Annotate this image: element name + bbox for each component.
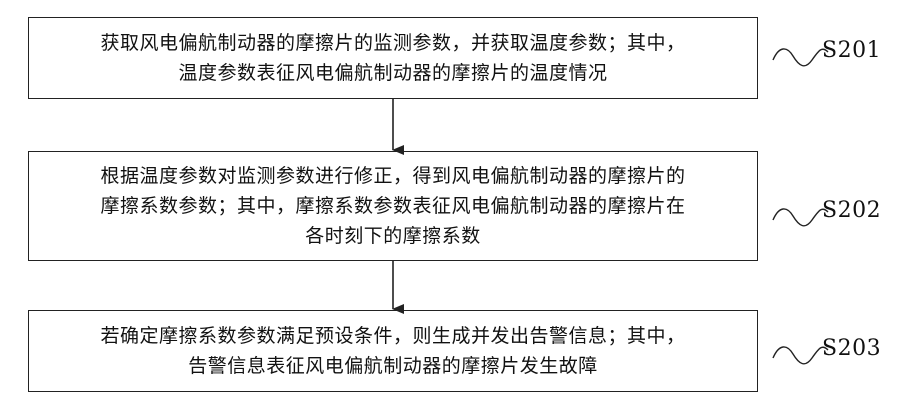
step-box-s202: 根据温度参数对监测参数进行修正，得到风电偏航制动器的摩擦片的 摩擦系数参数；其中…: [28, 151, 758, 261]
step-s202-text-line-2: 摩擦系数参数；其中，摩擦系数参数表征风电偏航制动器的摩擦片在: [100, 191, 685, 221]
step-box-s201: 获取风电偏航制动器的摩擦片的监测参数，并获取温度参数；其中， 温度参数表征风电偏…: [28, 17, 758, 99]
step-s202-text-line-1: 根据温度参数对监测参数进行修正，得到风电偏航制动器的摩擦片的: [100, 161, 685, 191]
step-s202-text-line-3: 各时刻下的摩擦系数: [305, 221, 481, 251]
leader-wave-s203: [773, 347, 828, 364]
step-s203-text-line-1: 若确定摩擦系数参数满足预设条件，则生成并发出告警信息；其中，: [100, 321, 685, 351]
leader-wave-s201: [773, 49, 828, 66]
step-label-s201: S201: [822, 38, 881, 64]
leader-wave-s202: [773, 209, 828, 226]
step-s201-text-line-1: 获取风电偏航制动器的摩擦片的监测参数，并获取温度参数；其中，: [100, 28, 685, 58]
step-label-s203: S203: [822, 336, 881, 362]
step-box-s203: 若确定摩擦系数参数满足预设条件，则生成并发出告警信息；其中， 告警信息表征风电偏…: [28, 310, 758, 392]
step-label-s202: S202: [822, 198, 881, 224]
step-s203-text-line-2: 告警信息表征风电偏航制动器的摩擦片发生故障: [188, 351, 598, 381]
step-s201-text-line-2: 温度参数表征风电偏航制动器的摩擦片的温度情况: [178, 58, 607, 88]
